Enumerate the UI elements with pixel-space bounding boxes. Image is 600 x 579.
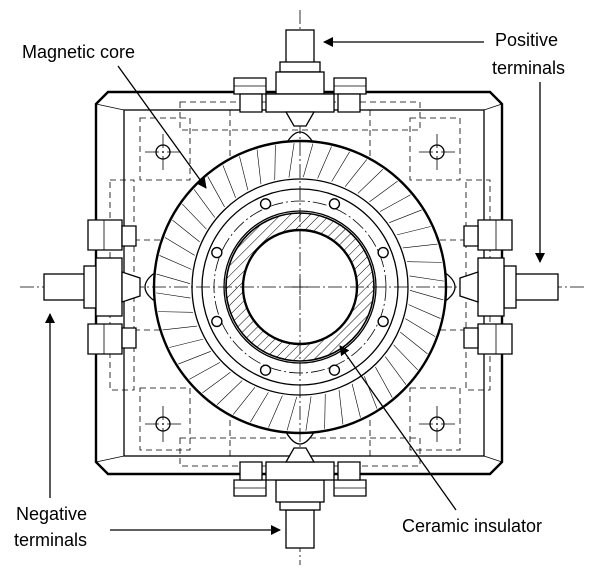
corner-bolt-top-left bbox=[145, 134, 181, 170]
winding-line bbox=[357, 169, 384, 194]
winding-line bbox=[384, 356, 407, 385]
winding-line bbox=[288, 143, 295, 178]
ring-bolt-hole bbox=[211, 246, 223, 259]
right-terminal bbox=[459, 219, 559, 355]
ring-bolt-holes bbox=[211, 198, 389, 376]
winding-line bbox=[232, 387, 256, 415]
top-terminal bbox=[233, 29, 367, 127]
labels: Magnetic core Positive terminals Negativ… bbox=[14, 30, 565, 550]
label-positive-line2: terminals bbox=[492, 58, 565, 78]
winding-line bbox=[256, 149, 262, 185]
corner-bolt-bottom-right bbox=[419, 406, 455, 442]
label-magnetic-core: Magnetic core bbox=[22, 42, 135, 62]
leader-ceramic-insulator bbox=[339, 345, 457, 511]
winding-line bbox=[169, 338, 204, 348]
winding-line bbox=[172, 219, 200, 243]
corner-bolt-top-right bbox=[419, 134, 455, 170]
label-positive-line1: Positive bbox=[495, 30, 558, 50]
winding-line bbox=[409, 275, 444, 282]
ring-bolt-hole bbox=[377, 315, 389, 328]
winding-line bbox=[202, 371, 231, 394]
winding-line bbox=[250, 392, 269, 423]
winding-line bbox=[400, 331, 428, 355]
winding-line bbox=[351, 383, 361, 418]
winding-line bbox=[303, 143, 314, 178]
winding-line bbox=[182, 203, 207, 230]
winding-line bbox=[156, 292, 191, 299]
winding-line bbox=[393, 344, 418, 371]
winding-line bbox=[396, 226, 431, 236]
winding-line bbox=[156, 273, 191, 284]
ring-bolt-hole bbox=[377, 246, 389, 259]
label-negative-line2: terminals bbox=[14, 530, 87, 550]
leaders bbox=[45, 37, 545, 535]
winding-line bbox=[158, 311, 193, 313]
leader-magnetic-core bbox=[117, 65, 207, 189]
winding-line bbox=[189, 362, 221, 380]
winding-line bbox=[338, 389, 344, 425]
winding-line bbox=[344, 159, 368, 187]
winding-line bbox=[389, 209, 422, 223]
winding-line bbox=[268, 395, 283, 428]
winding-line bbox=[162, 325, 198, 331]
winding-line bbox=[364, 376, 378, 409]
label-ceramic-insulator: Ceramic insulator bbox=[402, 516, 542, 536]
winding-line bbox=[305, 396, 312, 431]
bottom-terminal bbox=[233, 447, 367, 549]
winding-line bbox=[331, 151, 350, 182]
winding-line bbox=[193, 189, 216, 218]
winding-line bbox=[405, 318, 436, 337]
winding-line bbox=[207, 176, 225, 208]
label-negative-line1: Negative bbox=[16, 504, 87, 524]
winding-line bbox=[286, 396, 297, 431]
corner-bolt-bottom-left bbox=[145, 406, 181, 442]
winding-line bbox=[402, 243, 438, 249]
left-terminal bbox=[43, 219, 141, 355]
ring-bolt-hole bbox=[259, 198, 272, 210]
winding-line bbox=[409, 290, 444, 301]
winding-line bbox=[222, 165, 236, 198]
winding-line bbox=[239, 156, 249, 191]
ring-bolt-hole bbox=[211, 315, 223, 328]
winding-line bbox=[379, 194, 411, 212]
winding-line bbox=[178, 351, 211, 365]
winding-line bbox=[317, 146, 332, 179]
ring-bolt-hole bbox=[328, 198, 341, 210]
ring-bolt-hole bbox=[259, 364, 272, 376]
ring-bolt-hole bbox=[328, 364, 341, 376]
winding-line bbox=[408, 304, 441, 319]
winding-line bbox=[216, 380, 243, 405]
winding-line bbox=[369, 180, 398, 203]
winding-line bbox=[375, 366, 393, 398]
winding-line bbox=[164, 237, 195, 256]
corner-bolts bbox=[145, 134, 455, 442]
winding-line bbox=[159, 255, 192, 270]
winding-line bbox=[274, 145, 276, 180]
winding-line bbox=[407, 261, 442, 263]
core-windings bbox=[156, 143, 444, 431]
winding-line bbox=[324, 394, 326, 429]
